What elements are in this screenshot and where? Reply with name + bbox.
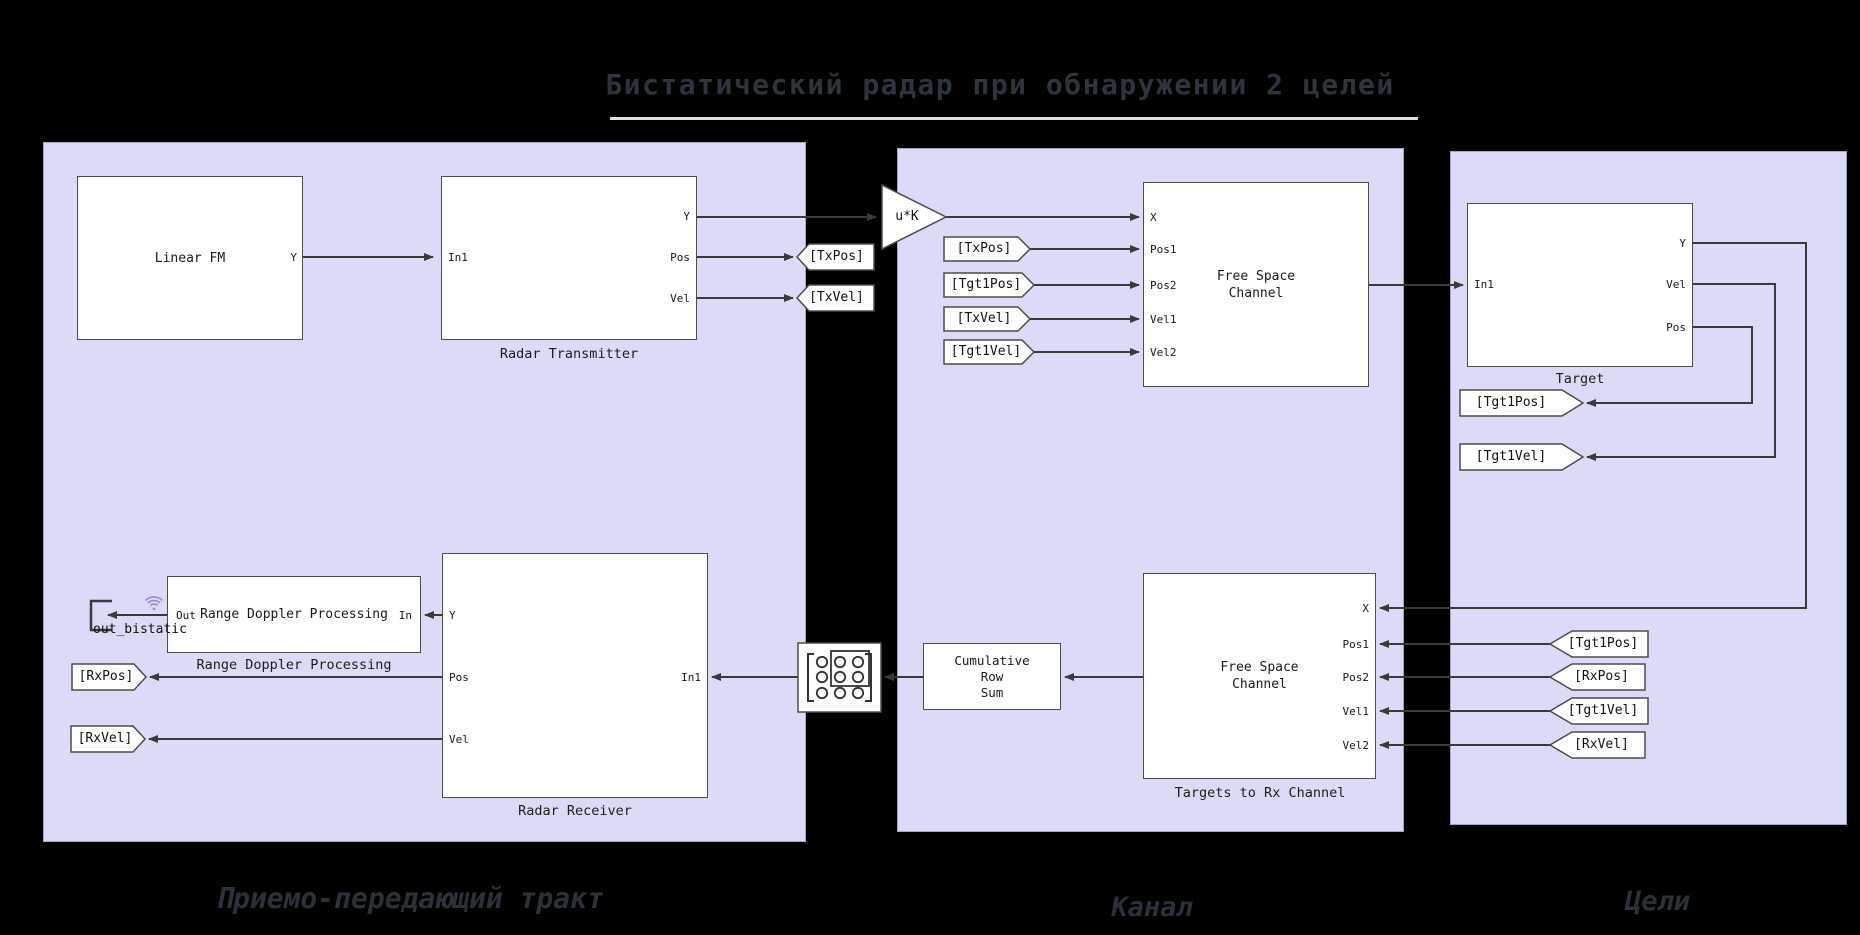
port-pos1: Pos1 <box>1342 638 1370 651</box>
block-label-range-doppler: Range Doppler Processing <box>196 657 392 673</box>
submatrix-circles <box>815 655 865 700</box>
port-x: X <box>1362 602 1369 615</box>
port-y: Y <box>1679 237 1686 250</box>
submatrix-grid-icon <box>807 650 872 702</box>
from-tag-txvel[interactable] <box>943 306 1032 332</box>
diagram-title: Бистатический радар при обнаружении 2 це… <box>605 68 1395 101</box>
port-y: Y <box>290 251 297 264</box>
goto-tag-tgt1pos-label: [Tgt1Pos] <box>1475 395 1547 410</box>
port-pos1: Pos1 <box>1150 243 1177 256</box>
from-tag-tgt1pos[interactable] <box>943 272 1036 298</box>
from-tag-tgt1pos-rx-label: [Tgt1Pos] <box>1567 636 1639 651</box>
fsc-top-text-line2: Channel <box>1228 285 1284 301</box>
port-in1: In1 <box>448 251 468 264</box>
port-vel2: Vel2 <box>1342 739 1370 752</box>
section-label-transceiver: Приемо-передающий тракт <box>216 882 604 915</box>
fsc-top-text-line1: Free Space <box>1216 268 1296 284</box>
port-y: Y <box>449 609 456 622</box>
from-tag-txvel-label: [TxVel] <box>956 311 1012 326</box>
port-vel1: Vel1 <box>1150 313 1177 326</box>
section-label-channel: Канал <box>1111 892 1193 923</box>
port-vel1: Vel1 <box>1342 705 1370 718</box>
port-pos: Pos <box>670 251 690 264</box>
block-label-targets-to-rx: Targets to Rx Channel <box>1174 785 1346 801</box>
block-radar-transmitter[interactable]: In1 Y Pos Vel <box>441 176 697 340</box>
port-pos2: Pos2 <box>1150 279 1177 292</box>
from-tag-tgt1vel-label: [Tgt1Vel] <box>950 344 1022 359</box>
goto-tag-txvel[interactable] <box>795 284 875 312</box>
block-cumulative-row-sum[interactable]: Cumulative Row Sum <box>923 643 1061 710</box>
linear-fm-text: Linear FM <box>154 250 226 266</box>
goto-tag-txpos-label: [TxPos] <box>809 249 864 264</box>
goto-tag-tgt1vel[interactable] <box>1459 443 1585 471</box>
block-label-radar-receiver: Radar Receiver <box>518 803 632 819</box>
cumsum-line1: Cumulative <box>954 652 1030 668</box>
port-y: Y <box>683 210 690 223</box>
outport-bracket[interactable] <box>89 599 112 632</box>
wire-targetVel-to-goto <box>1586 283 1776 461</box>
rdp-text: Range Doppler Processing <box>200 607 388 622</box>
from-tag-txpos-label: [TxPos] <box>956 241 1012 256</box>
block-label-target: Target <box>1555 371 1605 387</box>
port-x: X <box>1150 211 1157 224</box>
port-pos: Pos <box>449 671 469 684</box>
block-free-space-channel-bottom[interactable]: Free Space Channel X Pos1 Pos2 Vel1 Vel2 <box>1143 573 1376 779</box>
port-in1: In1 <box>1474 278 1494 291</box>
from-tag-rxpos[interactable] <box>1548 663 1646 691</box>
goto-tag-txpos[interactable] <box>795 243 875 271</box>
port-vel2: Vel2 <box>1150 346 1177 359</box>
from-tag-txpos[interactable] <box>943 236 1032 262</box>
from-tag-tgt1pos-label: [Tgt1Pos] <box>950 277 1022 292</box>
goto-tag-tgt1pos[interactable] <box>1459 389 1585 417</box>
port-in: In <box>398 609 412 622</box>
port-pos2: Pos2 <box>1342 671 1370 684</box>
cumsum-line2: Row <box>980 668 1004 684</box>
wifi-icon <box>144 596 164 611</box>
port-pos: Pos <box>1666 321 1686 334</box>
cumsum-line3: Sum <box>980 684 1004 700</box>
outport-label: out_bistatic <box>93 622 187 637</box>
section-label-targets: Цели <box>1624 886 1691 917</box>
from-tag-tgt1pos-rx[interactable] <box>1548 630 1649 658</box>
port-in1: In1 <box>681 671 701 684</box>
port-vel: Vel <box>670 292 690 305</box>
port-vel: Vel <box>1666 278 1686 291</box>
fsc-bottom-text-line1: Free Space <box>1220 660 1299 675</box>
goto-tag-rxvel-label: [RxVel] <box>77 731 133 746</box>
block-range-doppler-processing[interactable]: Range Doppler Processing Out In <box>167 576 421 653</box>
from-tag-rxpos-label: [RxPos] <box>1574 669 1629 684</box>
block-label-radar-transmitter: Radar Transmitter <box>499 346 639 362</box>
goto-tag-tgt1vel-label: [Tgt1Vel] <box>1475 449 1547 464</box>
submatrix-block[interactable] <box>797 642 882 713</box>
port-vel: Vel <box>449 733 469 746</box>
wire-targetY-to-fscX <box>1379 242 1807 612</box>
from-tag-rxvel[interactable] <box>1548 731 1646 759</box>
goto-tag-rxvel[interactable] <box>70 725 147 753</box>
goto-tag-txvel-label: [TxVel] <box>809 290 864 305</box>
block-target[interactable]: In1 Y Vel Pos <box>1467 203 1693 367</box>
goto-tag-rxpos[interactable] <box>71 663 148 691</box>
gain-block[interactable] <box>881 183 948 251</box>
from-tag-tgt1vel-rx[interactable] <box>1548 697 1649 725</box>
block-radar-receiver[interactable]: Y Pos Vel In1 <box>442 553 708 798</box>
block-linear-fm[interactable]: Linear FM Y <box>77 176 303 340</box>
goto-tag-rxpos-label: [RxPos] <box>78 669 134 684</box>
port-out: Out <box>176 609 196 622</box>
fsc-bottom-text-line2: Channel <box>1232 677 1287 692</box>
block-free-space-channel-top[interactable]: Free Space Channel X Pos1 Pos2 Vel1 Vel2 <box>1143 182 1369 387</box>
wire-targetPos-to-goto <box>1586 326 1753 407</box>
from-tag-tgt1vel[interactable] <box>943 339 1036 365</box>
title-underline <box>610 117 1418 120</box>
gain-label: u*K <box>895 209 919 224</box>
from-tag-rxvel-label: [RxVel] <box>1574 737 1629 752</box>
from-tag-tgt1vel-rx-label: [Tgt1Vel] <box>1567 703 1639 718</box>
